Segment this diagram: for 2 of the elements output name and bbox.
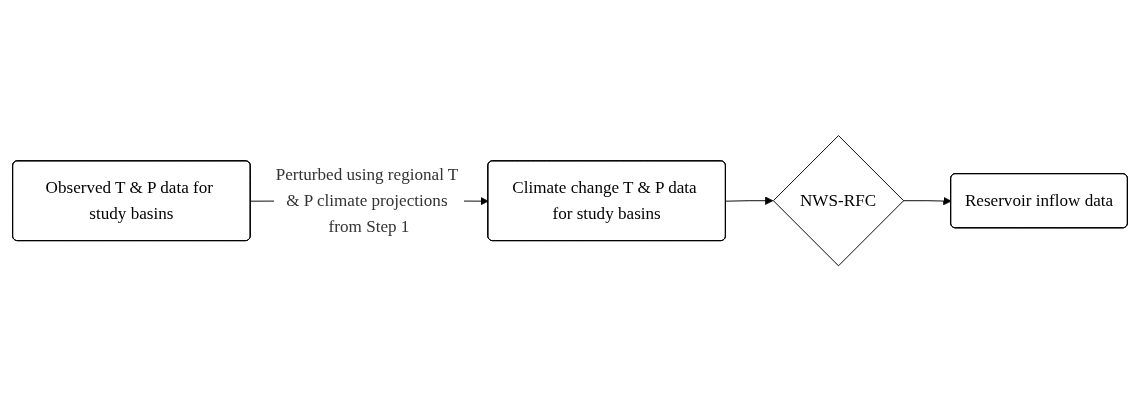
edge-label: Perturbed using regional T & P climate projections from Step 1 bbox=[275, 165, 458, 236]
node-diamond: NWS-RFC bbox=[772, 135, 904, 267]
